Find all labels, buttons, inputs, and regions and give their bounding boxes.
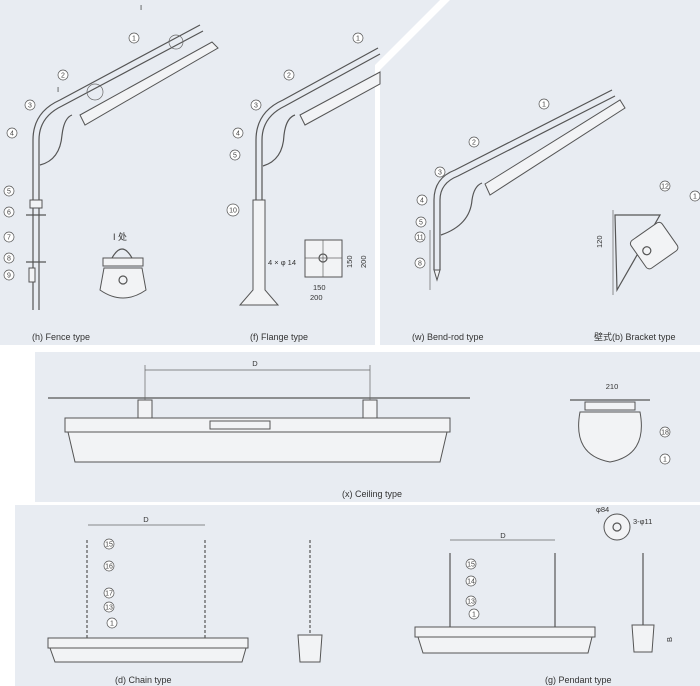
callout: 16 — [105, 564, 113, 571]
flange-callouts: 1 2 3 4 5 10 — [226, 32, 364, 217]
pendant-type-caption: (g) Pendant type — [545, 675, 612, 685]
callout: 4 — [10, 131, 14, 138]
callout: 8 — [7, 256, 11, 263]
pendant-holes: 3-φ11 — [633, 517, 652, 526]
callout: 1 — [356, 36, 360, 43]
callout: 4 — [420, 198, 424, 205]
callout: 6 — [7, 210, 11, 217]
fence-section-mark: I — [140, 3, 142, 12]
callout: 7 — [7, 235, 11, 242]
panel-bendrod-bracket-bg — [380, 0, 700, 345]
pendant-dim-D: D — [500, 531, 506, 540]
chain-type-caption: (d) Chain type — [115, 675, 172, 685]
callout: 1 — [693, 194, 697, 201]
bendrod-callouts: 1 2 3 4 5 11 8 — [414, 98, 550, 269]
callout: 9 — [7, 273, 11, 280]
callout: 1 — [132, 36, 136, 43]
callout: 1 — [663, 457, 667, 464]
bracket-type-drawing — [612, 210, 679, 295]
flange-type-drawing — [238, 47, 381, 306]
callout: 5 — [7, 189, 11, 196]
fence-type-drawing — [26, 24, 219, 310]
fence-detail-label: I 处 — [113, 231, 127, 242]
callout: 13 — [105, 605, 113, 612]
ceiling-dim-D: D — [252, 359, 258, 368]
chain-dim-D: D — [143, 515, 149, 524]
callout: 14 — [467, 579, 475, 586]
ceiling-type-drawing — [48, 365, 650, 463]
ceiling-type-caption: (x) Ceiling type — [342, 489, 402, 499]
ceiling-side-dim: 210 — [606, 382, 619, 391]
callout: 10 — [229, 208, 237, 215]
callout: 17 — [105, 591, 113, 598]
pendant-dim-B: B — [665, 637, 674, 642]
callout: 18 — [661, 430, 669, 437]
callout: 5 — [233, 153, 237, 160]
fence-section-mark-2: I — [57, 85, 59, 94]
chain-callouts: 15 16 17 13 1 — [103, 538, 118, 629]
fence-callouts: 1 2 3 4 5 6 7 8 9 — [3, 32, 140, 281]
bracket-type-caption: 壁式(b) Bracket type — [594, 331, 676, 342]
panel-fence-flange-bg — [0, 0, 440, 345]
callout: 12 — [661, 184, 669, 191]
flange-dim-inner: 150 — [313, 283, 326, 292]
pendant-flange-dia: φ84 — [596, 505, 609, 514]
fence-type-caption: (h) Fence type — [32, 332, 90, 342]
flange-type-caption: (f) Flange type — [250, 332, 308, 342]
flange-dim-inner-v: 150 — [345, 255, 354, 268]
callout: 2 — [287, 73, 291, 80]
pendant-callouts: 15 14 13 1 — [465, 558, 480, 620]
bracket-dim: 120 — [595, 235, 604, 248]
callout: 4 — [236, 131, 240, 138]
callout: 15 — [467, 562, 475, 569]
flange-dim-outer-v: 200 — [359, 255, 368, 268]
callout: 3 — [254, 103, 258, 110]
callout: 5 — [419, 220, 423, 227]
callout: 1 — [472, 612, 476, 619]
flange-dim-outer: 200 — [310, 293, 323, 302]
callout: 1 — [542, 102, 546, 109]
bendrod-type-drawing — [429, 89, 626, 290]
bendrod-type-caption: (w) Bend-rod type — [412, 332, 484, 342]
pendant-type-drawing — [414, 513, 655, 654]
callout: 11 — [416, 235, 423, 242]
callout: 1 — [110, 621, 114, 628]
callout: 3 — [28, 103, 32, 110]
callout: 2 — [61, 73, 65, 80]
chain-type-drawing — [47, 524, 323, 663]
callout: 2 — [472, 140, 476, 147]
callout: 13 — [467, 599, 475, 606]
callout: 15 — [105, 542, 113, 549]
callout: 3 — [438, 170, 442, 177]
flange-hole-label: 4 × φ 14 — [268, 258, 296, 267]
callout: 8 — [418, 261, 422, 268]
